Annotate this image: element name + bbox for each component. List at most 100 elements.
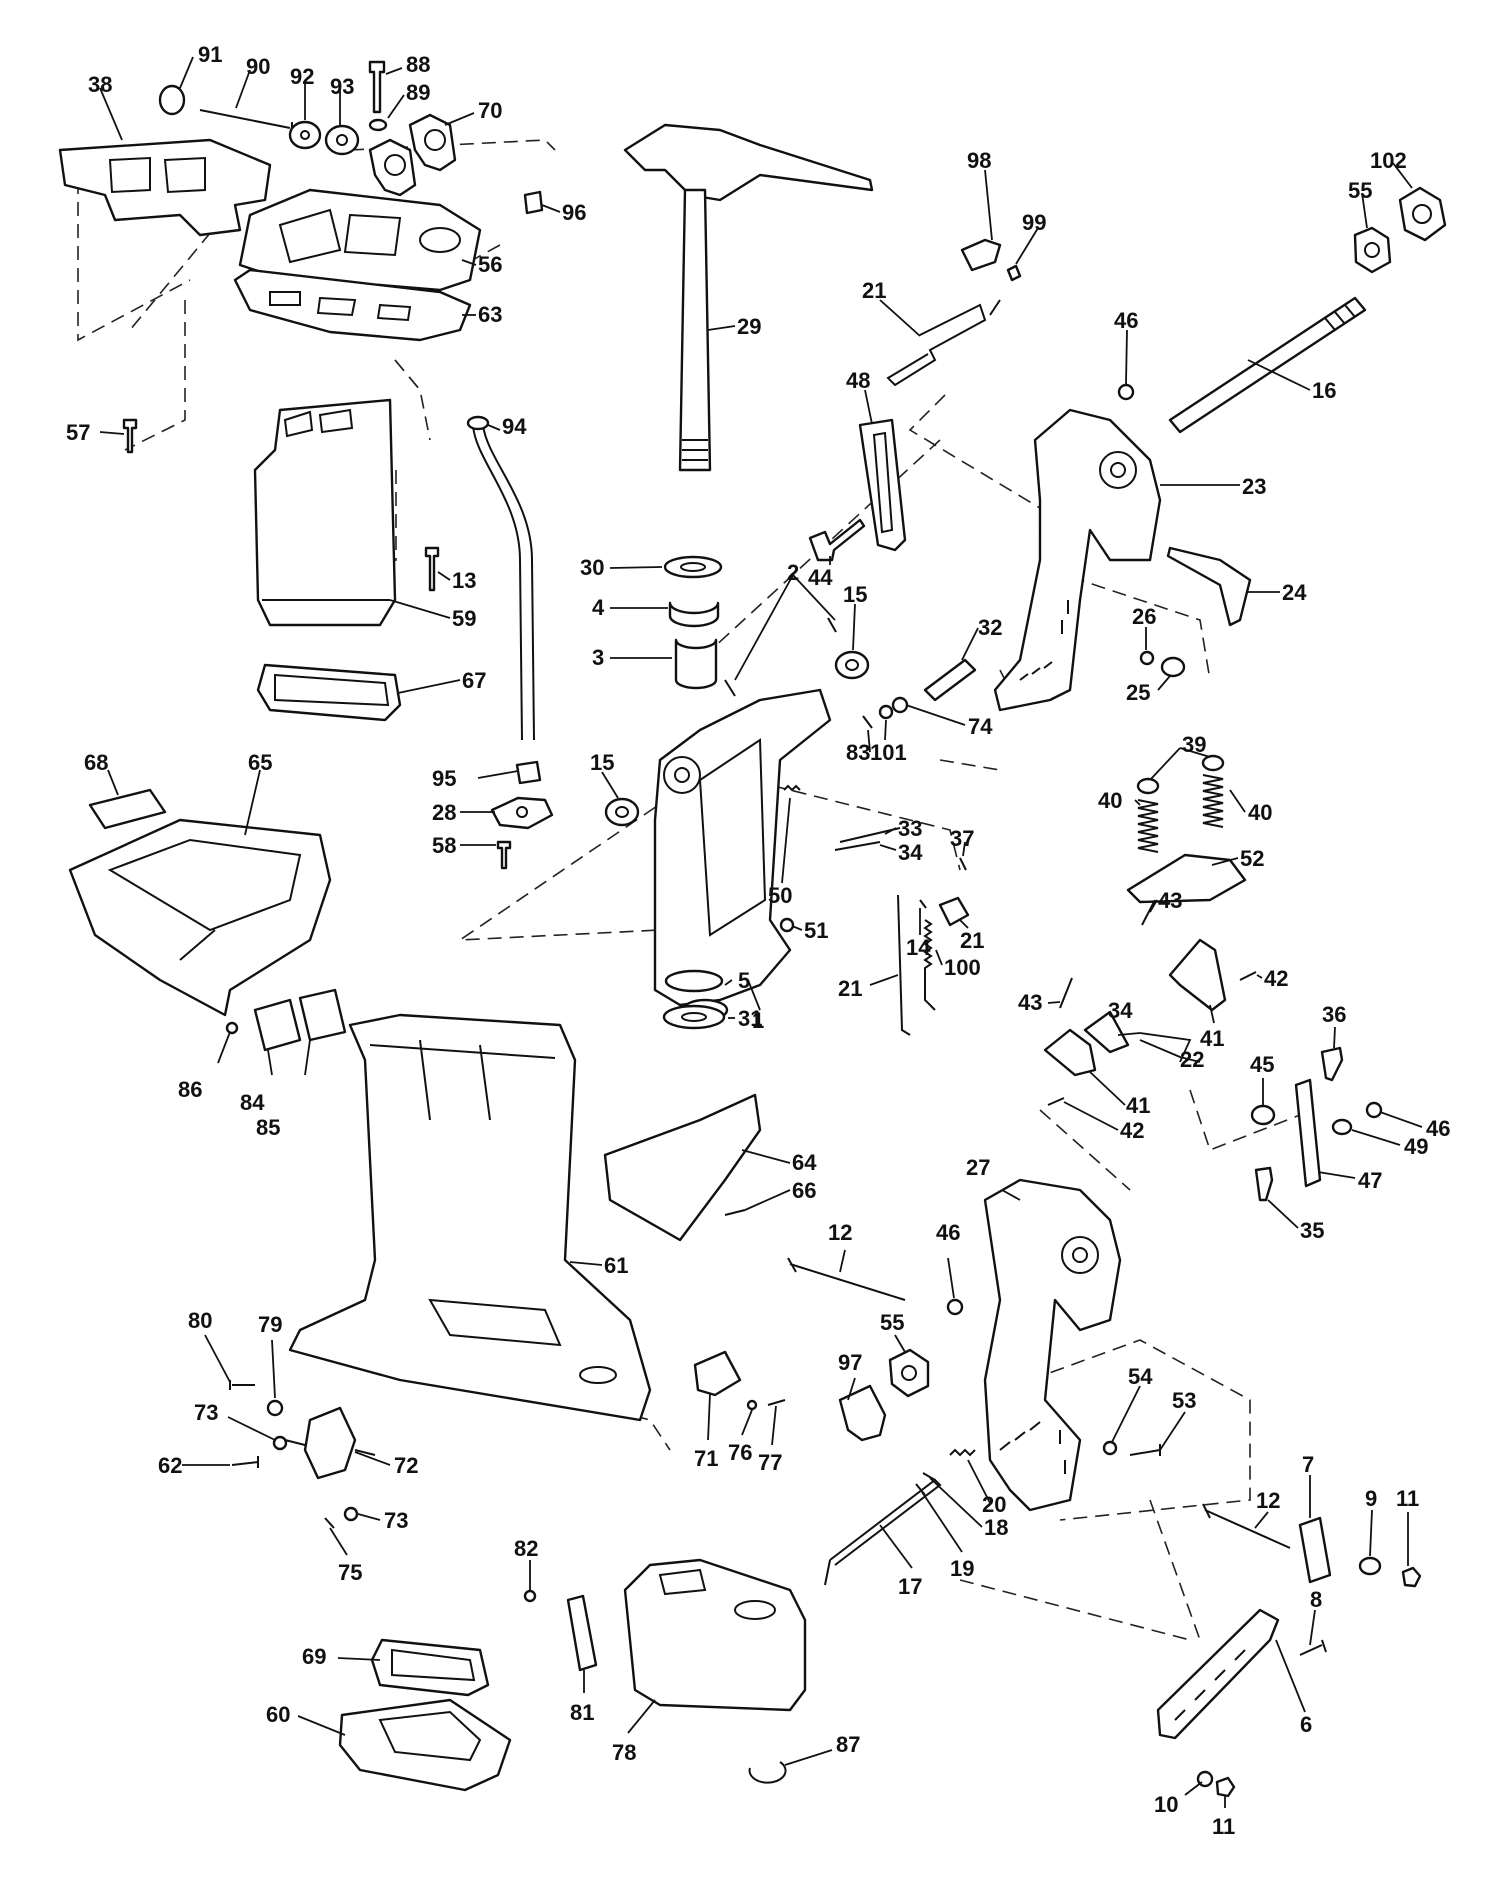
callout-12b: 12 [1256,1488,1280,1513]
callout-100: 100 [944,955,981,980]
part-84-plate [253,998,302,1052]
callout-28: 28 [432,800,456,825]
callout-41b: 41 [1126,1093,1150,1118]
part-60-plate [338,1698,512,1792]
part-57-screw [122,418,138,454]
callout-11a: 11 [1396,1486,1419,1511]
part-65-lower-cover [68,818,332,1017]
callout-51: 51 [804,918,828,943]
part-67-seal [256,663,402,722]
callout-27: 27 [966,1155,990,1180]
part-61-midsection [288,1013,652,1422]
part-88-bolt [368,60,386,114]
part-73-washer-b [343,1506,359,1522]
callout-75: 75 [338,1560,362,1585]
callout-43b: 43 [1018,990,1042,1015]
callout-73b: 73 [384,1508,408,1533]
part-53-screw [1129,1444,1161,1456]
part-12-bolt-b [1202,1503,1291,1549]
callout-99: 99 [1022,210,1046,235]
part-49-washer [1331,1118,1353,1136]
part-78-skeg-cover [623,1558,807,1712]
callout-32: 32 [978,615,1002,640]
part-18-screw [922,1472,936,1481]
callout-30: 30 [580,555,604,580]
parts-artwork [58,60,1447,1798]
part-79-washer [266,1399,284,1417]
part-71-bracket [693,1350,742,1397]
part-7-block [1298,1516,1332,1584]
part-81-plate [566,1594,598,1672]
part-48-link [858,418,907,552]
part-30-washer [663,555,723,579]
part-8-screw [1299,1639,1327,1656]
part-100-spring [923,919,936,1011]
part-90-bolt [199,109,293,136]
part-1-swivel-bracket [653,688,832,1007]
callout-24: 24 [1282,580,1307,605]
callout-60: 60 [266,1702,290,1727]
part-77-screw [767,1399,786,1406]
callout-42a: 42 [1264,966,1288,991]
part-25-washer [1160,656,1186,678]
part-83-pin [862,715,873,729]
callout-11b: 11 [1212,1814,1235,1839]
callout-50: 50 [768,883,792,908]
part-87-clip [748,1761,787,1784]
callout-81: 81 [570,1700,594,1725]
callout-31: 31 [738,1006,762,1031]
callout-12a: 12 [828,1220,852,1245]
part-59-exhaust-housing [253,398,397,627]
callout-39: 39 [1182,732,1206,757]
callout-91: 91 [198,42,222,67]
callout-97: 97 [838,1350,862,1375]
part-74-washer [891,696,909,714]
part-58-screw [496,840,512,870]
part-41-lever-a [1168,938,1227,1012]
part-43-pin-b [1059,977,1073,1009]
part-102-nut [1398,186,1447,242]
callout-34a: 34 [898,840,923,865]
callout-2: 2 [787,560,799,585]
part-21-link-b [938,896,970,927]
callout-46b: 46 [1426,1116,1450,1141]
part-101-washer [878,704,894,720]
callout-29: 29 [737,314,761,339]
part-46-nut-b [1365,1101,1383,1119]
callout-37: 37 [950,826,974,851]
part-41-lever-b [1043,1028,1097,1077]
callout-9: 9 [1365,1486,1377,1511]
part-99-screw [1006,264,1022,282]
part-50-spring [783,784,801,792]
part-20-spring [949,1448,976,1457]
callout-42b: 42 [1120,1118,1144,1143]
callout-14: 14 [906,935,931,960]
part-89-washer [368,118,388,132]
part-63-gasket [233,268,472,342]
callout-45: 45 [1250,1052,1274,1077]
part-96-plug [523,190,544,215]
callout-89: 89 [406,80,430,105]
part-15-washer-a [834,650,870,680]
callout-74: 74 [968,714,993,739]
callout-80: 80 [188,1308,212,1333]
part-9-washer [1358,1556,1382,1576]
callout-20: 20 [982,1492,1006,1517]
part-76-washer [746,1399,758,1411]
callout-53: 53 [1172,1388,1196,1413]
callout-43a: 43 [1158,888,1182,913]
callout-67: 67 [462,668,486,693]
part-29-steering-arm [623,123,874,202]
part-94-water-tube [472,424,535,741]
callout-59: 59 [452,606,476,631]
part-73-washer-a [272,1435,288,1451]
part-39-cap-a [1136,777,1160,795]
callout-64: 64 [792,1150,817,1175]
part-32-pin [923,658,977,702]
callout-40b: 40 [1248,800,1272,825]
part-55-nut-a [1353,226,1392,274]
callout-labels: 38 91 90 92 93 88 89 70 96 56 63 57 94 1… [66,42,1450,1839]
part-14-screw [919,899,927,909]
part-54-washer [1102,1440,1118,1456]
